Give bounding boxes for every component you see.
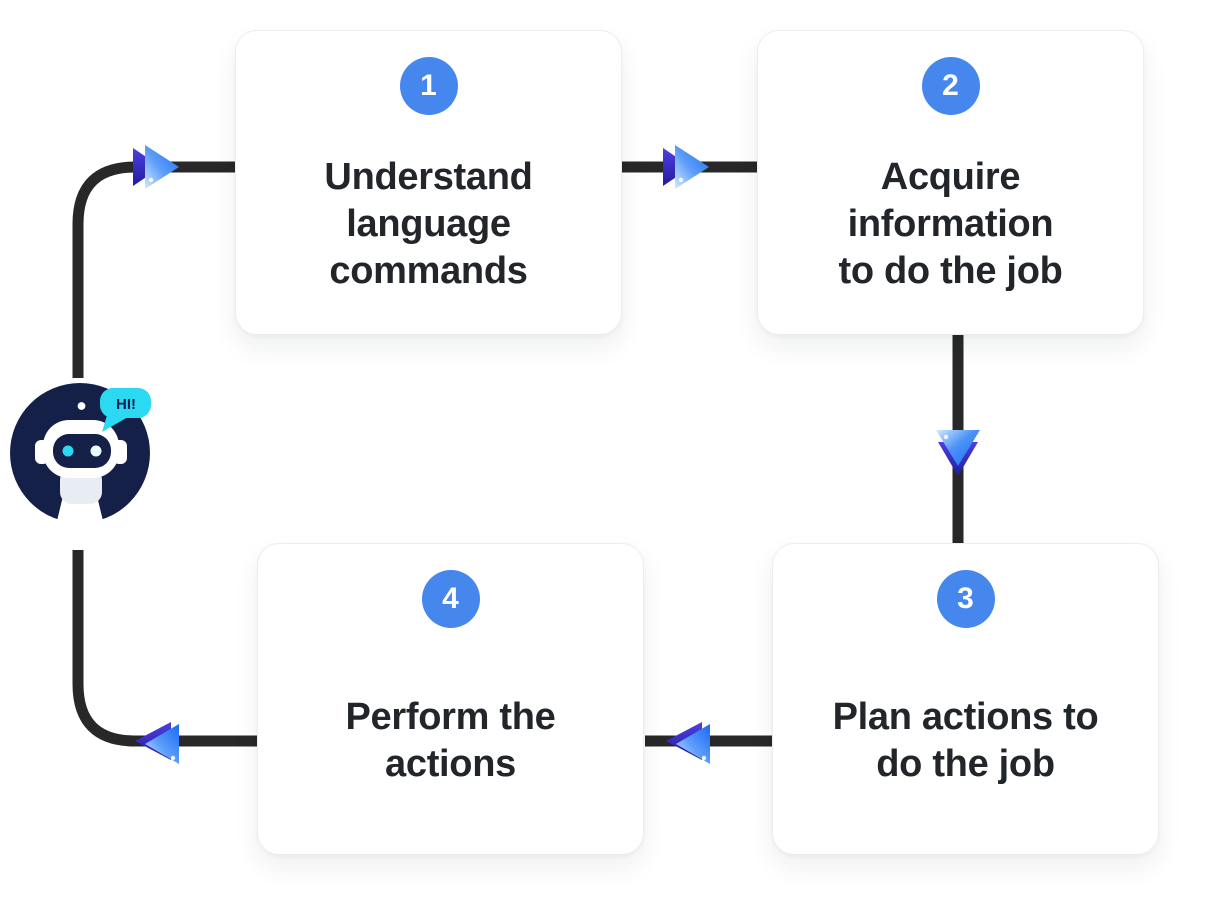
step-label: Understand language commands	[324, 156, 533, 292]
step-label-wrap: Perform the actions	[258, 628, 643, 854]
speech-bubble: HI!	[100, 388, 151, 432]
robot-icon: HI!	[10, 383, 151, 525]
double-chevron-down-icon	[936, 430, 980, 476]
step-card-1: 1 Understand language commands	[235, 30, 622, 335]
step-number-badge: 1	[399, 57, 458, 115]
robot-antenna-stem	[79, 409, 84, 423]
robot-antenna-ball	[74, 398, 89, 414]
step-card-4: 4 Perform the actions	[257, 543, 644, 855]
double-chevron-right-icon	[663, 145, 709, 189]
robot-eye-left	[62, 445, 74, 457]
speech-bubble-text: HI!	[116, 396, 136, 413]
double-chevron-right-icon	[133, 145, 179, 189]
double-chevron-left-icon	[666, 722, 710, 764]
step-card-3: 3 Plan actions to do the job	[772, 543, 1159, 855]
robot-eye-right	[90, 445, 102, 457]
connector-robot-to-step1	[72, 161, 235, 378]
step-label-wrap: Understand language commands	[236, 115, 621, 334]
step-label: Plan actions to do the job	[832, 696, 1099, 785]
step-label: Acquire information to do the job	[838, 156, 1063, 292]
double-chevron-left-icon	[135, 722, 179, 764]
step-card-2: 2 Acquire information to do the job	[757, 30, 1144, 335]
step-number-badge: 4	[421, 570, 480, 628]
connector-step4-to-robot	[72, 550, 258, 747]
step-label-wrap: Plan actions to do the job	[773, 628, 1158, 854]
robot-face	[53, 434, 111, 468]
step-number-badge: 2	[921, 57, 980, 115]
step-number-badge: 3	[936, 570, 995, 628]
step-label-wrap: Acquire information to do the job	[758, 115, 1143, 334]
step-label: Perform the actions	[345, 696, 556, 785]
